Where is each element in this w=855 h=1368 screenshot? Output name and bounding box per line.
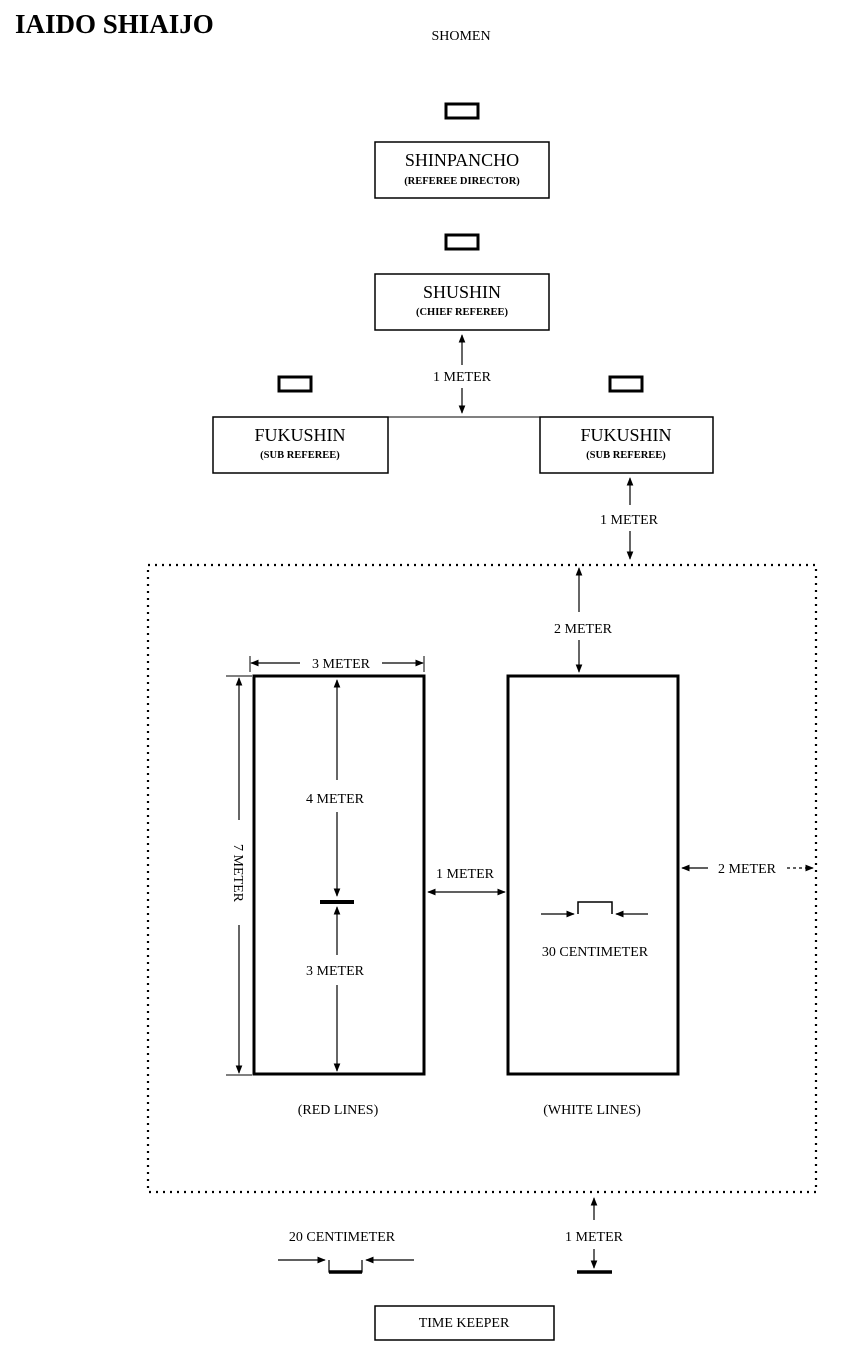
shushin-name: SHUSHIN [423, 282, 501, 302]
time-keeper-box: TIME KEEPER [374, 1305, 555, 1341]
fukushin-left-flag-marker [277, 375, 313, 393]
shomen-label: SHOMEN [431, 29, 490, 44]
fukushin-right-name: FUKUSHIN [580, 425, 671, 445]
white-lines-label: (WHITE LINES) [543, 1103, 641, 1118]
shushin-box: SHUSHIN (CHIEF REFEREE) [374, 273, 550, 331]
area-to-court-top-label: 2 METER [554, 622, 613, 637]
time-keeper-label: TIME KEEPER [419, 1316, 510, 1331]
fukushin-left-name: FUKUSHIN [254, 425, 345, 445]
between-courts-label: 1 METER [436, 867, 495, 882]
shushin-role: (CHIEF REFEREE) [416, 307, 509, 318]
competition-area-boundary [146, 563, 818, 1194]
tape-marker-outline [328, 1260, 363, 1273]
court-red-lines [252, 674, 426, 1076]
red-lines-label: (RED LINES) [298, 1103, 379, 1118]
fukushin-left-role: (SUB REFEREE) [260, 450, 340, 461]
court-to-area-side-label: 2 METER [718, 862, 777, 877]
shinpancho-box: SHINPANCHO (REFEREE DIRECTOR) [374, 141, 550, 199]
start-mark-label: 30 CENTIMETER [542, 945, 649, 960]
fukushin-to-area-label: 1 METER [600, 513, 659, 528]
area-to-timekeeper-label: 1 METER [565, 1230, 624, 1245]
shinpancho-role: (REFEREE DIRECTOR) [404, 176, 520, 187]
shushin-to-fukushin-label: 1 METER [433, 370, 492, 385]
marker-width-label: 20 CENTIMETER [289, 1230, 396, 1245]
fukushin-right-role: (SUB REFEREE) [586, 450, 666, 461]
shinpancho-name: SHINPANCHO [405, 150, 519, 170]
upper-part-label: 4 METER [306, 792, 365, 807]
shinpancho-flag-marker [444, 102, 480, 120]
court-white-lines [506, 674, 680, 1076]
fukushin-right-box: FUKUSHIN (SUB REFEREE) [539, 416, 714, 474]
lower-part-label: 3 METER [306, 964, 365, 979]
court-width-label: 3 METER [312, 657, 371, 672]
court-length-label: 7 METER [230, 844, 245, 903]
fukushin-right-flag-marker [608, 375, 644, 393]
shushin-flag-marker [444, 233, 480, 251]
fukushin-left-box: FUKUSHIN (SUB REFEREE) [212, 416, 389, 474]
starting-position-mark-white [577, 901, 613, 914]
diagram-title: IAIDO SHIAIJO [15, 9, 214, 39]
